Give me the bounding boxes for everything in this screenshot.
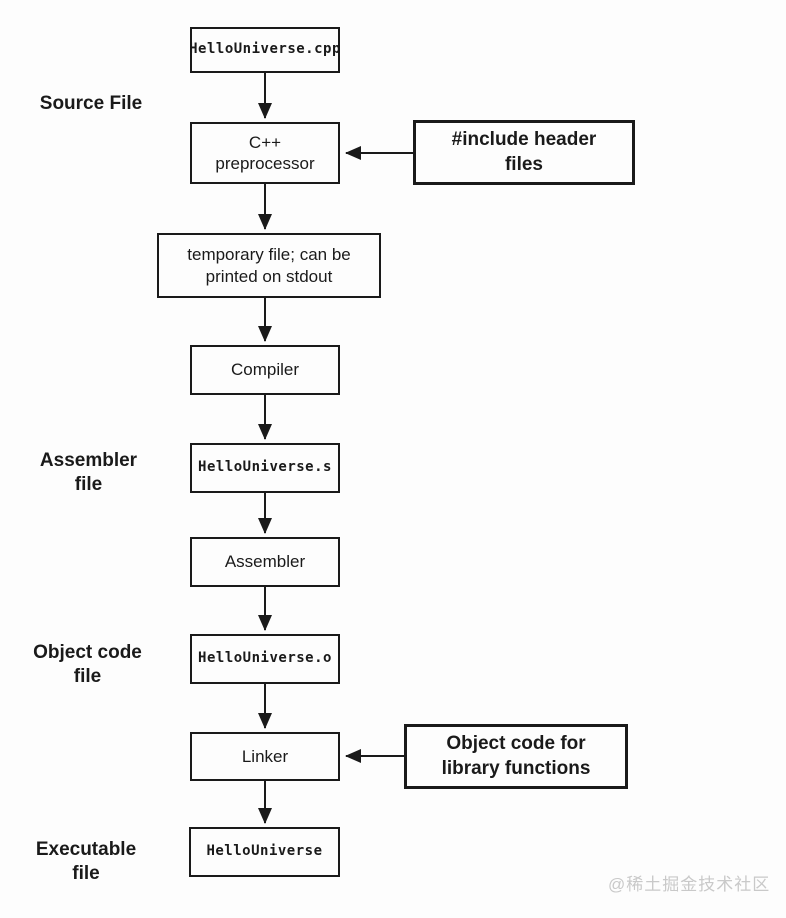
node-object-file-o: HelloUniverse.o (190, 634, 340, 684)
node-assembler: Assembler (190, 537, 340, 587)
stage-label-assembler-file: Assembler file (39, 450, 138, 495)
node-linker: Linker (190, 732, 340, 781)
node-executable: HelloUniverse (189, 827, 340, 877)
node-assembler-file-s: HelloUniverse.s (190, 443, 340, 493)
node-preprocessor: C++ preprocessor (190, 122, 340, 184)
stage-label-executable-file: Executable file (35, 839, 137, 884)
watermark-text: @稀土掘金技术社区 (608, 875, 771, 894)
stage-label-object-code-file: Object code file (33, 642, 142, 687)
node-source-file-cpp: HelloUniverse.cpp (189, 27, 340, 73)
node-include-headers: #include header files (413, 120, 635, 185)
node-library-object-code: Object code for library functions (404, 724, 628, 789)
stage-label-source-file: Source File (39, 93, 143, 114)
node-temporary-file: temporary file; can be printed on stdout (157, 233, 381, 298)
node-compiler: Compiler (190, 345, 340, 395)
